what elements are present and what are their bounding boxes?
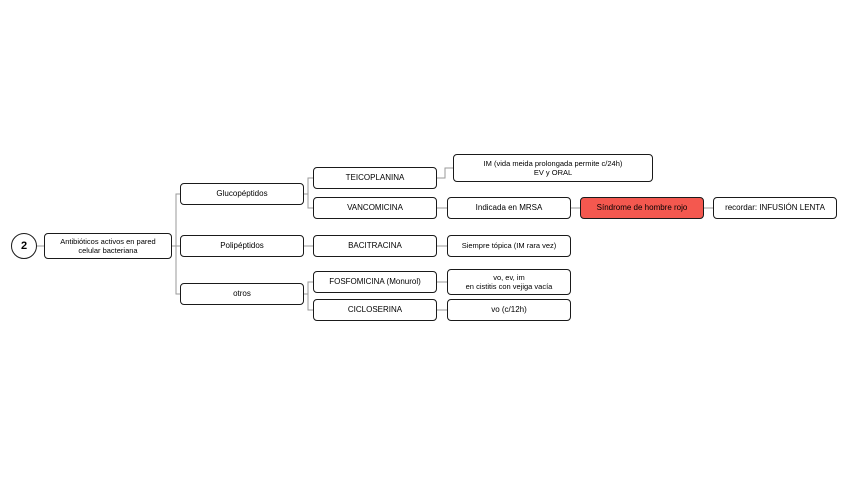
node-fosfo-det[interactable]: vo, ev, im en cistitis con vejiga vacía — [447, 269, 571, 295]
node-infusion[interactable]: recordar: INFUSIÓN LENTA — [713, 197, 837, 219]
node-root[interactable]: Antibióticos activos en pared celular ba… — [44, 233, 172, 259]
connector-otros-fosfo — [304, 281, 313, 295]
node-teico-det[interactable]: IM (vida meida prolongada permite c/24h)… — [453, 154, 653, 182]
node-vanco-det[interactable]: Indicada en MRSA — [447, 197, 571, 219]
node-vanco[interactable]: VANCOMICINA — [313, 197, 437, 219]
connector-root-gluco — [172, 193, 180, 247]
node-teico[interactable]: TEICOPLANINA — [313, 167, 437, 189]
node-baci-det[interactable]: Siempre tópica (IM rara vez) — [447, 235, 571, 257]
connector-teico-teico-det — [437, 167, 453, 179]
node-gluco[interactable]: Glucopéptidos — [180, 183, 304, 205]
node-otros[interactable]: otros — [180, 283, 304, 305]
node-sindrome[interactable]: Síndrome de hombre rojo — [580, 197, 704, 219]
node-ciclo[interactable]: CICLOSERINA — [313, 299, 437, 321]
node-fosfo[interactable]: FOSFOMICINA (Monurol) — [313, 271, 437, 293]
connector-otros-ciclo — [304, 293, 313, 311]
connector-gluco-teico — [304, 177, 313, 195]
node-baci[interactable]: BACITRACINA — [313, 235, 437, 257]
root-badge: 2 — [11, 233, 37, 259]
node-ciclo-det[interactable]: vo (c/12h) — [447, 299, 571, 321]
connector-root-otros — [172, 245, 180, 295]
connector-gluco-vanco — [304, 193, 313, 209]
node-poli[interactable]: Polipéptidos — [180, 235, 304, 257]
